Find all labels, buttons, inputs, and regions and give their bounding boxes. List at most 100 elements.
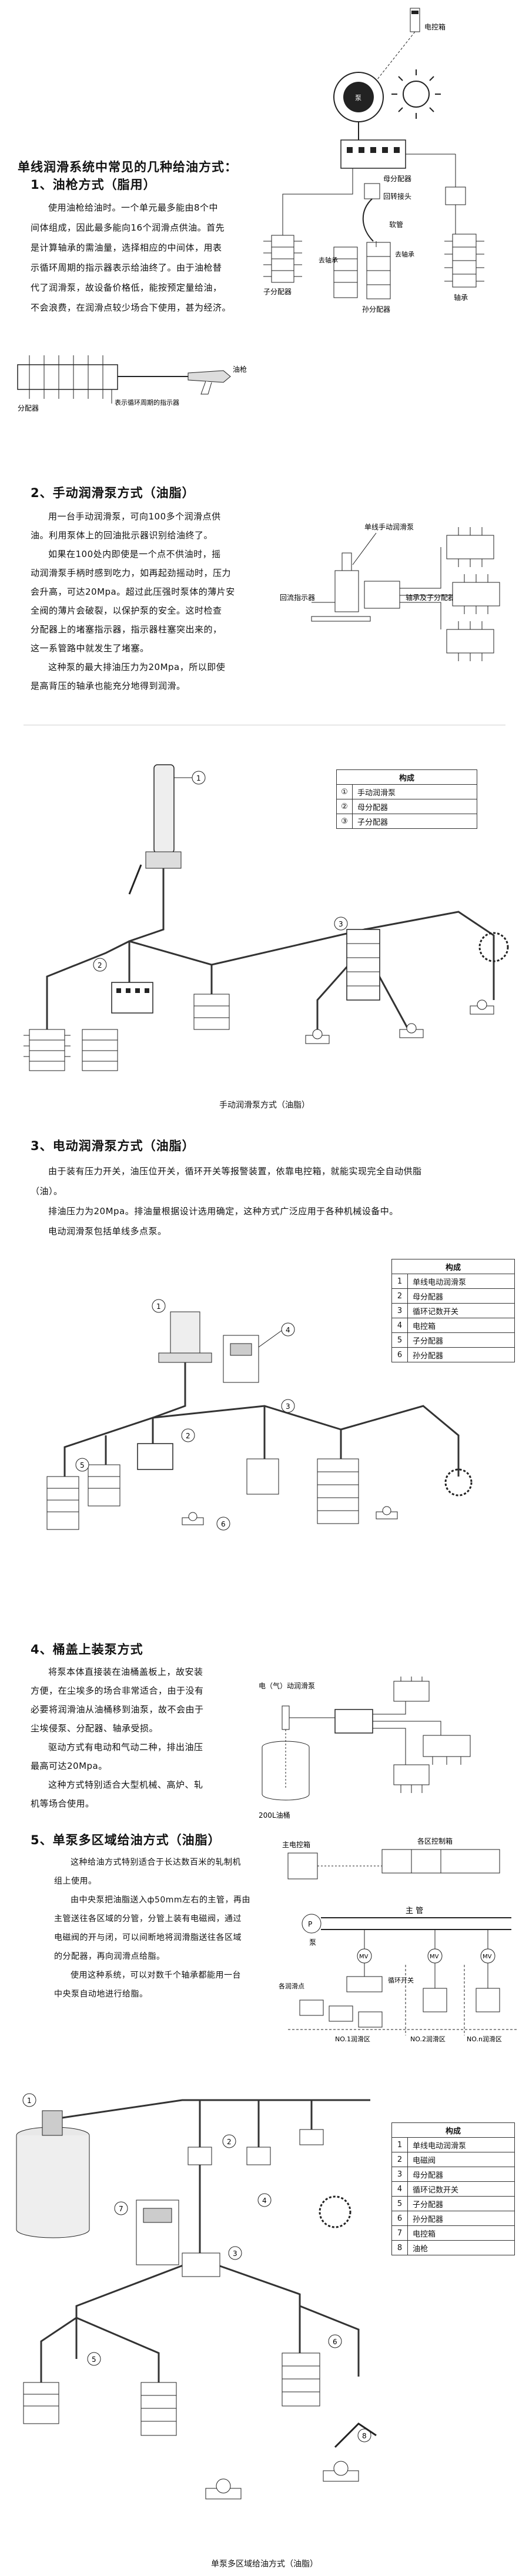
svg-text:6: 6	[221, 1520, 226, 1528]
section-5-line: 使用这种系统，可以对数千个轴承都能用一台	[71, 1971, 241, 1980]
grandson-distributor-label: 孙分配器	[362, 305, 390, 314]
main-pipe-label: 主 管	[406, 1907, 423, 1915]
section-2-line: 分配器上的堵塞指示器，指示器柱塞突出来的，	[31, 624, 222, 635]
main-distributor-label: 母分配器	[383, 175, 411, 183]
return-indicator-label: 回流指示器	[280, 593, 315, 602]
section-1-line: 代了润滑泵，故设备价格低，能按预定量给油，	[31, 282, 222, 293]
svg-text:3: 3	[286, 1402, 290, 1411]
section-4-title: 4、桶盖上装泵方式	[31, 1642, 143, 1657]
svg-text:3: 3	[339, 920, 343, 928]
section-3-line: 由于装有压力开关，油压位开关，循环开关等报警装置，依靠电控箱，就能实现完全自动供…	[48, 1166, 422, 1177]
svg-text:1: 1	[196, 774, 201, 782]
section-2-line: 这一系管路中就发生了堵塞。	[31, 643, 149, 654]
mv-label: MV	[483, 1954, 492, 1960]
section-5-title: 5、单泵多区域给油方式（油脂）	[31, 1833, 221, 1847]
bearing-label: 轴承	[454, 293, 468, 302]
manual-pump-label: 单线手动润滑泵	[364, 523, 414, 531]
section-1-line: 不会浪费，在润滑点较少场合下使用，甚为经济。	[31, 302, 232, 313]
zone-2-label: NO.2润滑区	[410, 2035, 446, 2043]
oil-gun-diagram: 油枪 表示循环周期的指示器 分配器	[17, 355, 247, 412]
section-5-line: 组上使用。	[54, 1877, 97, 1886]
section-5-line: 这种给油方式特别适合于长达数百米的轧制机	[71, 1858, 241, 1867]
svg-text:5: 5	[92, 2355, 96, 2364]
hose-label: 软管	[389, 220, 403, 229]
rotary-joint-label: 回转接头	[383, 192, 411, 201]
main-controller-label: 主电控箱	[282, 1840, 310, 1849]
svg-text:2: 2	[186, 1432, 190, 1440]
controller-label: 电控箱	[424, 22, 446, 31]
section-3-title: 3、电动润滑泵方式（油脂）	[31, 1139, 195, 1153]
pump-p-label: P	[308, 1920, 312, 1928]
drum-label: 200L油桶	[259, 1811, 290, 1819]
svg-text:1: 1	[156, 1302, 161, 1311]
svg-text:3: 3	[233, 2250, 237, 2258]
cycle-switch-label: 循环开关	[388, 1976, 414, 1984]
oil-gun-label: 油枪	[233, 365, 247, 374]
manual-pump-schematic: 单线手动润滑泵 回流指示器 轴承及子分配器	[280, 523, 500, 661]
section-2-line: 全阀的薄片会破裂，以保护泵的安全。这时检查	[31, 605, 222, 616]
to-bearing-label-1: 去轴承	[319, 256, 338, 264]
section-1-line: 使用油枪给油时。一个单元最多能由8个中	[48, 202, 219, 213]
section-2-title: 2、手动润滑泵方式（油脂）	[31, 486, 195, 500]
multi-zone-illustration: 1 7 2 3 4 5 6 8	[16, 2093, 377, 2500]
section-5-body: 这种给油方式特别适合于长达数百米的轧制机 组上使用。 由中央泵把油脂送入ф50m…	[54, 1853, 266, 2004]
section-5-line: 主管送往各区域的分管，分管上装有电磁阀，通过	[54, 1914, 242, 1924]
section-4-line: 机等场合使用。	[31, 1798, 95, 1809]
section-5-line: 中央泵自动地进行给脂。	[54, 1990, 148, 1999]
section-1-title: 1、油枪方式（脂用）	[31, 178, 156, 192]
intro-title: 单线润滑系统中常见的几种给油方式：	[18, 160, 237, 174]
section-5-line: 电磁阀的开与闭，可以间断地将润滑脂送往各区域	[54, 1933, 242, 1942]
drum-pump-diagram: 电（气）动润滑泵 200L油桶	[259, 1677, 471, 1819]
svg-text:2: 2	[98, 961, 102, 969]
section-2-line: 会升高，可达20Mpa。超过此压强时泵体的薄片安	[31, 586, 235, 597]
svg-text:1: 1	[27, 2097, 32, 2105]
section-4-line: 将泵本体直接装在油桶盖板上，故安装	[48, 1667, 203, 1677]
svg-text:5: 5	[80, 1461, 85, 1469]
section-4-line: 驱动方式有电动和气动二种，排出油压	[48, 1742, 203, 1752]
section-3-line: （油）。	[31, 1186, 63, 1197]
bearing-sub-label: 轴承及子分配器	[406, 593, 455, 602]
mv-label: MV	[430, 1954, 439, 1960]
svg-text:8: 8	[362, 2432, 367, 2440]
section-3-body: 由于装有压力开关，油压位开关，循环开关等报警装置，依靠电控箱，就能实现完全自动供…	[31, 1161, 513, 1241]
section-4-line: 尘埃侵泵、分配器、轴承受损。	[31, 1723, 159, 1734]
section-2-line: 用一台手动润滑泵，可向100多个润滑点供	[48, 511, 221, 522]
zone-1-label: NO.1润滑区	[335, 2035, 370, 2043]
section-4-line: 方便，在尘埃多的场合非常适合，由于没有	[31, 1685, 204, 1696]
section-1-body: 使用油枪给油时。一个单元最多能由8个中 间体组成，因此最多能向16个润滑点供油。…	[31, 198, 254, 318]
sub-distributor-label: 子分配器	[263, 288, 292, 296]
svg-text:7: 7	[119, 2205, 123, 2213]
svg-text:4: 4	[262, 2197, 267, 2205]
drum-pump-label: 电（气）动润滑泵	[259, 1681, 315, 1690]
svg-text:4: 4	[286, 1326, 290, 1334]
section-2-line: 这种泵的最大排油压力为20Mpa，所以即使	[48, 662, 226, 672]
pump-label: 泵	[355, 94, 361, 102]
section-3-line: 电动润滑泵包括单线多点泵。	[48, 1226, 167, 1237]
to-bearing-label-2: 去轴承	[395, 250, 414, 258]
section-4-line: 最高可达20Mpa。	[31, 1761, 108, 1771]
section-1-line: 示循环周期的指示器表示给油终了。由于油枪替	[31, 262, 222, 273]
points-label: 各润滑点	[279, 1982, 304, 1990]
table-header: 构成	[391, 1259, 515, 1274]
section-5-line: 的分配器，再向润滑点给脂。	[54, 1952, 165, 1961]
table-header: 构成	[336, 769, 477, 785]
section-2-line: 油。利用泵体上的回油批示器识别给油终了。	[31, 530, 213, 541]
section-4-line: 必要将润滑油从油桶移到油泵，故不会由于	[31, 1704, 204, 1715]
section-4-body: 将泵本体直接装在油桶盖板上，故安装 方便，在尘埃多的场合非常适合，由于没有 必要…	[31, 1662, 242, 1813]
